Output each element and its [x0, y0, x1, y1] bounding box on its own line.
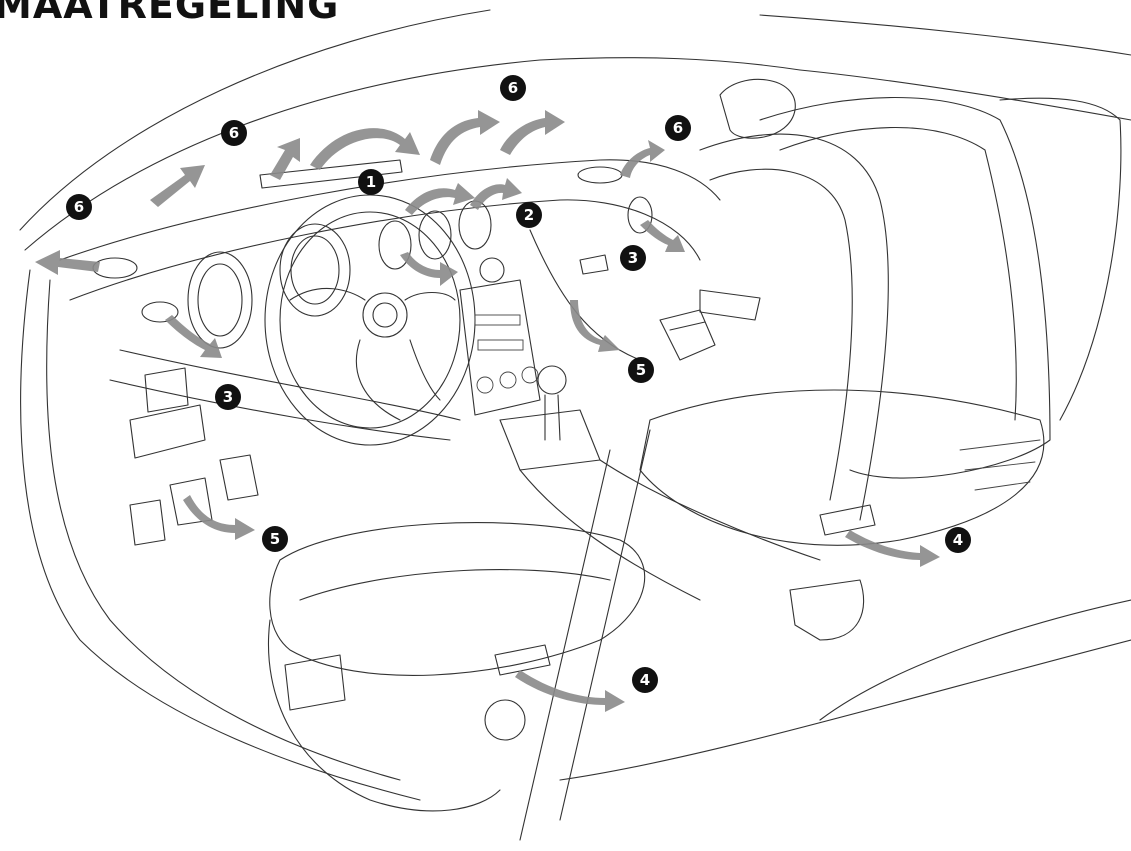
svg-text:4: 4 [640, 671, 650, 689]
airflow-arrows [35, 110, 940, 712]
airflow-arrow [470, 178, 522, 210]
svg-text:1: 1 [366, 173, 376, 191]
marker-6: 6 [500, 75, 526, 101]
airflow-arrow [270, 138, 300, 180]
svg-text:3: 3 [628, 249, 638, 267]
marker-4: 4 [945, 527, 971, 553]
airflow-arrow [640, 220, 685, 252]
airflow-arrow [405, 183, 475, 215]
passenger-seat [639, 96, 1122, 546]
marker-3: 3 [620, 245, 646, 271]
driver-seat [268, 133, 889, 841]
marker-1: 1 [358, 169, 384, 195]
airflow-arrow [620, 140, 665, 178]
marker-5: 5 [262, 526, 288, 552]
center-console [459, 279, 821, 601]
marker-6: 6 [221, 120, 247, 146]
airflow-arrow [183, 495, 255, 540]
steering-wheel [264, 194, 476, 446]
svg-text:5: 5 [270, 530, 280, 548]
floor-vents [494, 504, 876, 676]
marker-2: 2 [516, 202, 542, 228]
marker-6: 6 [66, 194, 92, 220]
svg-text:4: 4 [953, 531, 963, 549]
airflow-arrow [845, 530, 940, 567]
marker-5: 5 [628, 357, 654, 383]
airflow-arrow [150, 165, 205, 207]
svg-text:6: 6 [508, 79, 518, 97]
svg-text:6: 6 [229, 124, 239, 142]
marker-6: 6 [665, 115, 691, 141]
airflow-arrow [570, 300, 620, 352]
airflow-arrow [515, 670, 625, 712]
instrument-cluster [187, 223, 351, 349]
dashboard [59, 159, 761, 459]
airflow-arrow [400, 252, 458, 286]
airflow-arrow [500, 110, 565, 155]
svg-text:5: 5 [636, 361, 646, 379]
svg-text:2: 2 [524, 206, 534, 224]
marker-4: 4 [632, 667, 658, 693]
svg-text:6: 6 [74, 198, 84, 216]
airflow-arrow [430, 110, 500, 165]
airflow-arrow [35, 250, 100, 275]
page-title: MAATREGELING [0, 0, 340, 27]
svg-text:6: 6 [673, 119, 683, 137]
airflow-arrow [165, 315, 222, 358]
markers: 1 2 3 3 4 4 5 5 6 6 6 6 [66, 75, 971, 693]
center-vents [92, 166, 653, 323]
car-body-outline [19, 9, 1131, 801]
marker-3: 3 [215, 384, 241, 410]
airflow-arrow [310, 128, 420, 170]
svg-text:3: 3 [223, 388, 233, 406]
